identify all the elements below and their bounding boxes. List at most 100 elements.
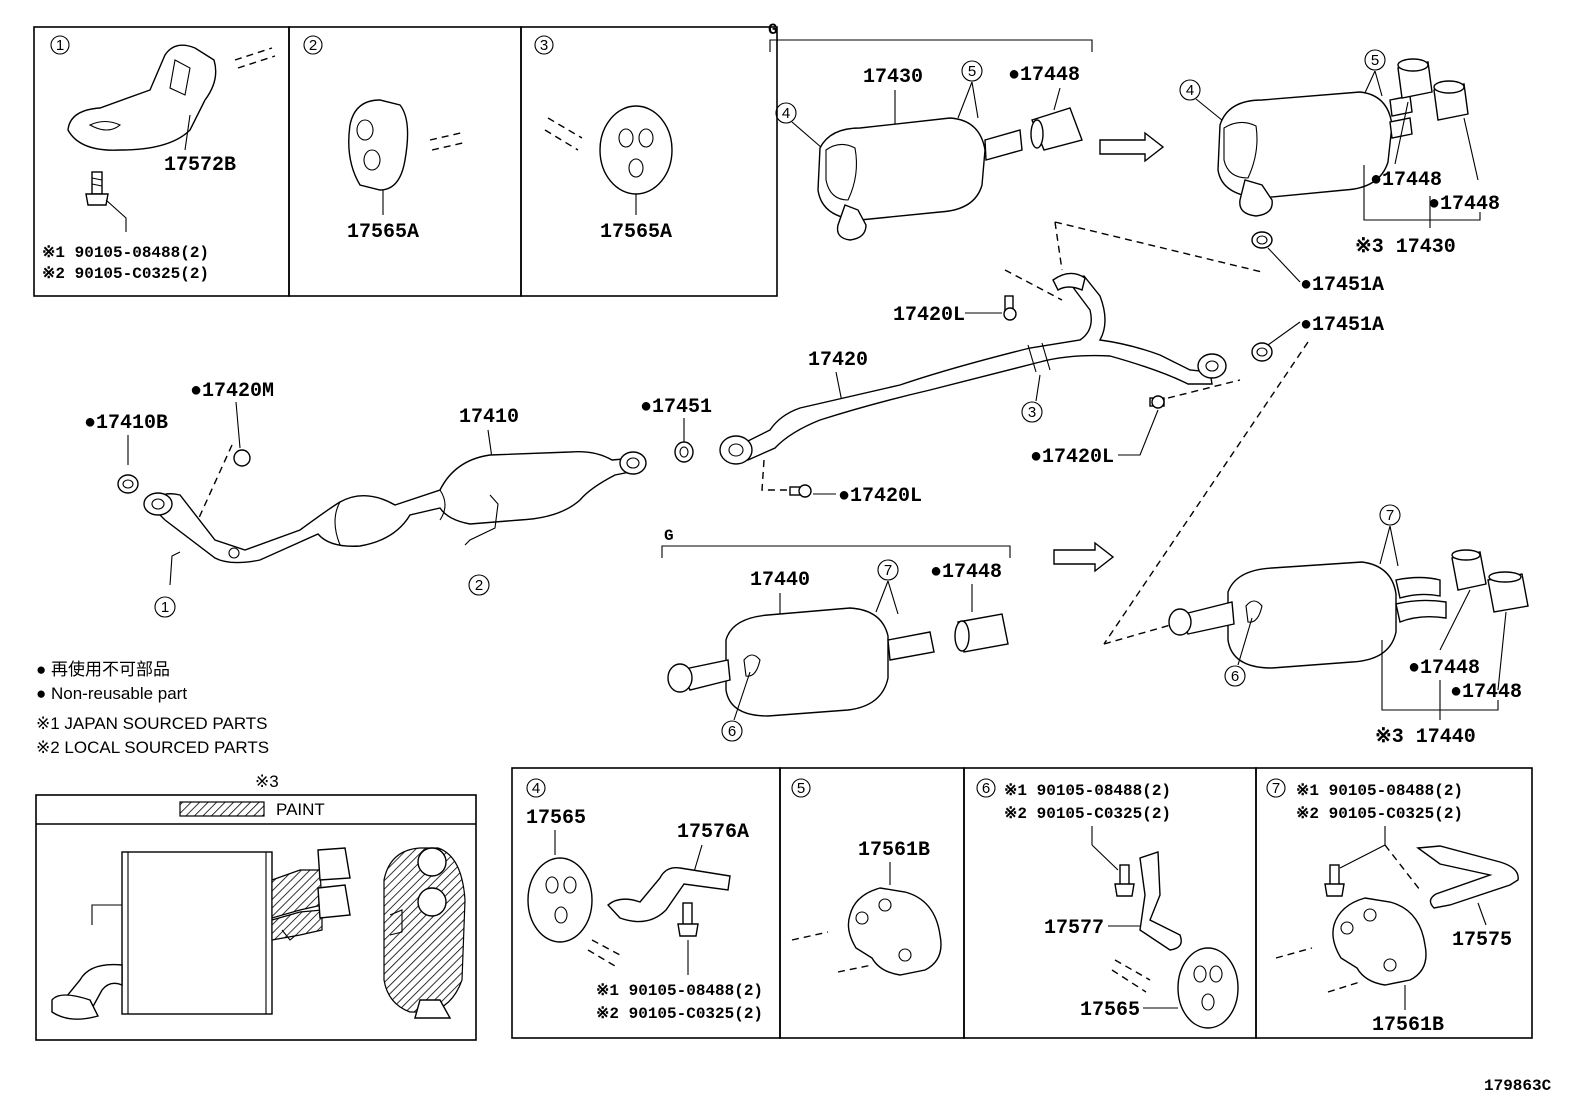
bolt-japan-box7: ※1 90105-08488(2) — [1296, 782, 1463, 800]
callout-3: 3 — [1028, 404, 1036, 421]
nut-label-17420M: ●17420M — [190, 380, 274, 403]
bolt-label-17420L-top: 17420L — [893, 304, 965, 327]
rear-muffler-group-bottom: G 17440 7 ●17448 6 — [661, 527, 1011, 742]
rubber-hanger-17561B-box5 — [847, 887, 942, 976]
front-pipe-17410 — [143, 450, 647, 586]
gasket-17451A-top — [1251, 231, 1273, 249]
part-label-17420: 17420 — [808, 349, 868, 372]
part-label-17576A: 17576A — [677, 821, 749, 844]
callout-6-alt: 6 — [1231, 668, 1239, 685]
part-label-17565-box4: 17565 — [526, 807, 586, 830]
part-label-17575: 17575 — [1452, 929, 1512, 952]
rear-muffler-bottom-alt: 7 ●17448 ●17448 ※3 17440 6 — [1168, 504, 1529, 749]
tail-tip-17448-alt-d — [1487, 571, 1529, 613]
bolt-icon — [85, 171, 109, 206]
detail-box-2: 2 17565A — [288, 26, 522, 297]
paint-muffler-side-view — [51, 847, 351, 1020]
rubber-hanger-17561B-box7 — [1332, 897, 1427, 986]
legend-non-reusable: ● Non-reusable part — [36, 684, 187, 703]
bolt-icon-box6 — [1114, 864, 1135, 897]
tail-tip-17448-alt-c — [1451, 549, 1487, 591]
detail-box-6: 6 ※1 90105-08488(2) ※2 90105-C0325(2) 17… — [963, 767, 1257, 1039]
part-label-17565A-a: 17565A — [347, 221, 419, 244]
rubber-hanger-17565A-b — [599, 105, 673, 195]
legend-local-sourced: ※2 LOCAL SOURCED PARTS — [36, 738, 269, 757]
paint-muffler-rear-view — [383, 847, 466, 1019]
center-pipe-17420 — [719, 272, 1227, 465]
bolt-local-label: ※2 90105-C0325(2) — [42, 265, 209, 283]
part-label-17410: 17410 — [459, 406, 519, 429]
rubber-hanger-17565-box4 — [527, 857, 593, 943]
tip-label-17448-top: ●17448 — [1008, 64, 1080, 87]
tail-tip-17448-top — [1030, 107, 1083, 151]
callout-7-box: 7 — [1272, 780, 1280, 797]
gasket-17451 — [674, 441, 694, 463]
nut-17420M — [233, 449, 251, 467]
detail-box-7: 7 ※1 90105-08488(2) ※2 90105-C0325(2) 17… — [1255, 767, 1533, 1039]
callout-6-box: 6 — [982, 780, 990, 797]
callout-4-alt: 4 — [1186, 82, 1194, 99]
callout-1: 1 — [56, 37, 64, 54]
part-label-17572B: 17572B — [164, 154, 236, 177]
tip-label-17448-alt-b: ●17448 — [1428, 193, 1500, 216]
callout-1-main: 1 — [161, 599, 169, 616]
detail-box-1: 1 17572B ※1 90105-08488(2) ※2 90105-C032… — [33, 26, 290, 297]
group-letter-bottom: G — [664, 527, 674, 545]
muffler-17430 — [817, 117, 1023, 241]
callout-5-top: 5 — [968, 63, 976, 80]
tip-label-17448-alt-d: ●17448 — [1450, 681, 1522, 704]
arrow-right-top — [1099, 131, 1165, 163]
muffler-17440 — [667, 607, 935, 717]
callout-2: 2 — [309, 37, 317, 54]
legend-japanese: ● 再使用不可部品 — [36, 659, 170, 679]
detail-box-3: 3 17565A — [520, 26, 778, 297]
part-label-17565A-b: 17565A — [600, 221, 672, 244]
gasket-label-17451A-mid: ●17451A — [1300, 314, 1384, 337]
bracket-17576A — [606, 867, 731, 923]
bracket-17577 — [1139, 851, 1182, 951]
callout-5-alt: 5 — [1371, 52, 1379, 69]
bolt-japan-label: ※1 90105-08488(2) — [42, 244, 209, 262]
bolt-icon-box4 — [677, 902, 699, 937]
group-letter-top: G — [768, 21, 778, 39]
tip-label-17448-alt-a: ●17448 — [1370, 169, 1442, 192]
bolt-japan-box6: ※1 90105-08488(2) — [1004, 782, 1171, 800]
callout-5-box: 5 — [797, 780, 805, 797]
legend: ● 再使用不可部品 ● Non-reusable part ※1 JAPAN S… — [36, 659, 269, 757]
tip-label-17448-bottom: ●17448 — [930, 561, 1002, 584]
part-label-17440: 17440 — [750, 569, 810, 592]
arrow-right-bottom — [1053, 541, 1115, 573]
gasket-17451A-mid — [1251, 342, 1273, 362]
callout-7-alt: 7 — [1386, 507, 1394, 524]
callout-7-bottom: 7 — [884, 562, 892, 579]
gasket-label-17451: ●17451 — [640, 396, 712, 419]
note-label-17430: ※3 17430 — [1355, 236, 1456, 259]
rubber-hanger-17565-box6 — [1177, 947, 1239, 1029]
detail-box-4: 4 17565 17576A ※1 90105-08488(2) ※2 9010… — [511, 767, 781, 1039]
bolt-icon-right — [1149, 395, 1165, 409]
part-label-17577: 17577 — [1044, 917, 1104, 940]
detail-box-5: 5 17561B — [779, 767, 965, 1039]
rear-muffler-group-top: G 17430 5 ●17448 4 — [768, 21, 1093, 241]
callout-2-main: 2 — [475, 577, 483, 594]
gasket-label-17451A-top: ●17451A — [1300, 274, 1384, 297]
tail-tip-17448-alt-b — [1433, 80, 1469, 121]
bolt-icon-top — [1003, 295, 1017, 321]
rear-muffler-top-alt: 4 5 ●17448 ●17448 ※3 17430 ●17451A — [1179, 49, 1500, 297]
bolt-local-box4: ※2 90105-C0325(2) — [596, 1005, 763, 1023]
part-label-17561B-box7: 17561B — [1372, 1014, 1444, 1037]
tail-tip-17448-bottom — [954, 613, 1009, 653]
front-pipe-group: ●17410B ●17420M 17410 1 2 ●17451 — [84, 380, 712, 618]
bolt-label-17420L-low: ●17420L — [838, 485, 922, 508]
bracket-17575 — [1416, 845, 1519, 909]
bolt-local-box6: ※2 90105-C0325(2) — [1004, 805, 1171, 823]
hanger-bracket-17572B — [67, 44, 217, 151]
gasket-label-17410B: ●17410B — [84, 412, 168, 435]
part-label-17561B-box5: 17561B — [858, 839, 930, 862]
part-label-17565-box6: 17565 — [1080, 999, 1140, 1022]
callout-3-box: 3 — [540, 37, 548, 54]
bolt-japan-box4: ※1 90105-08488(2) — [596, 982, 763, 1000]
gasket-17410B — [117, 474, 139, 494]
note-label-17440: ※3 17440 — [1375, 726, 1476, 749]
